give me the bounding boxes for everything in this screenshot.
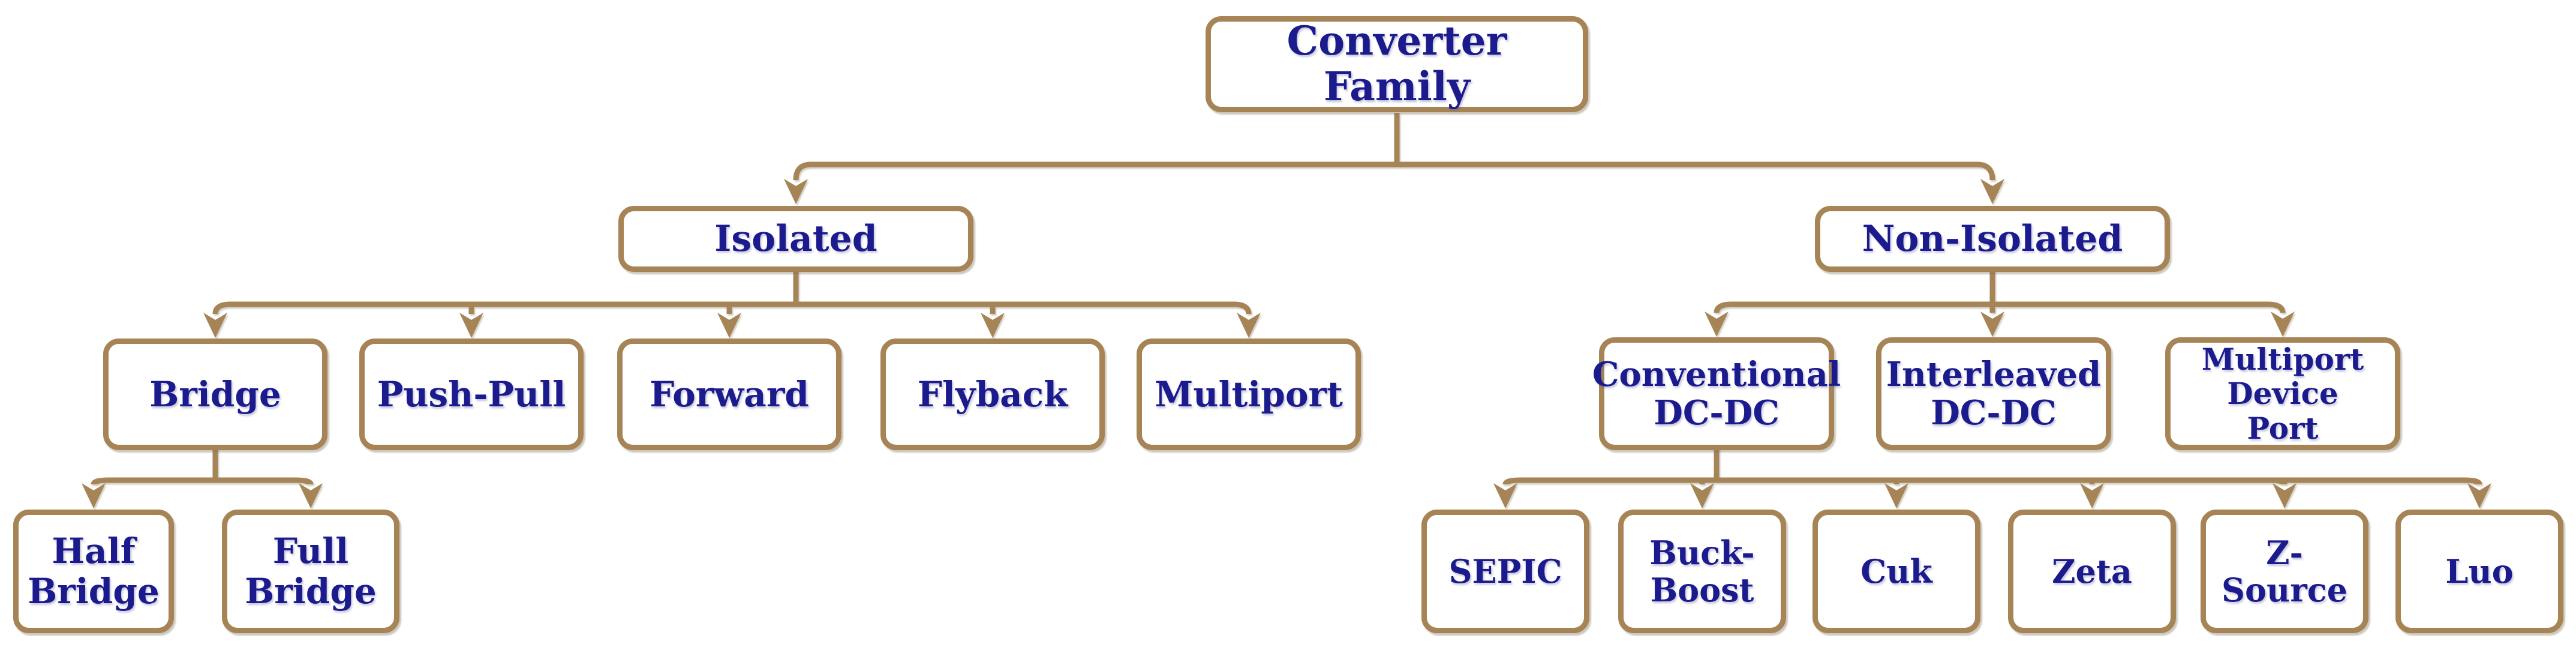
- node-label: Push-Pull: [377, 373, 566, 415]
- node-label: Interleaved DC-DC: [1886, 354, 2102, 433]
- node-label: Bridge: [149, 373, 281, 415]
- node-label: Non-Isolated: [1862, 217, 2123, 260]
- edge-isolated-push-pull: [459, 301, 796, 338]
- edge-conventional-luo: [1717, 477, 2491, 508]
- node-luo: Luo: [2395, 510, 2563, 633]
- edge-bridge-full: [215, 477, 323, 508]
- node-label: SEPIC: [1448, 552, 1562, 591]
- node-multiport-device-port: Multiport Device Port: [2165, 337, 2400, 450]
- node-label: Flyback: [917, 373, 1068, 415]
- node-converter-family: Converter Family: [1206, 16, 1588, 112]
- node-label: Multiport Device Port: [2201, 341, 2364, 446]
- edge-conventional-sepic: [1493, 477, 1717, 508]
- edge-isolated-forward: [717, 301, 796, 338]
- node-forward: Forward: [617, 339, 841, 450]
- node-interleaved-dcdc: Interleaved DC-DC: [1876, 337, 2111, 450]
- node-label: Cuk: [1860, 552, 1932, 591]
- node-label: Z-Source: [2222, 533, 2347, 609]
- node-full-bridge: Full Bridge: [222, 510, 399, 633]
- edge-isolated-bridge: [203, 301, 796, 338]
- node-bridge: Bridge: [103, 339, 327, 450]
- node-z-source: Z-Source: [2201, 510, 2368, 633]
- node-flyback: Flyback: [880, 339, 1105, 450]
- node-cuk: Cuk: [1812, 510, 1980, 633]
- node-buck-boost: Buck- Boost: [1618, 510, 1786, 633]
- node-label: Full Bridge: [245, 531, 377, 612]
- edge-non-isolated-conventional: [1705, 301, 1992, 337]
- node-label: Buck- Boost: [1649, 533, 1755, 609]
- edge-root-isolated: [784, 161, 1397, 204]
- node-sepic: SEPIC: [1421, 510, 1589, 633]
- node-half-bridge: Half Bridge: [13, 510, 174, 633]
- node-non-isolated: Non-Isolated: [1815, 206, 2170, 272]
- node-label: Conventional DC-DC: [1592, 354, 1841, 433]
- node-conventional-dcdc: Conventional DC-DC: [1592, 337, 1841, 450]
- edge-isolated-multiport: [796, 301, 1261, 338]
- node-label: Half Bridge: [28, 531, 160, 612]
- node-label: Isolated: [714, 217, 877, 260]
- node-label: Forward: [650, 373, 809, 415]
- edge-conventional-buck-boost: [1690, 477, 1717, 508]
- node-push-pull: Push-Pull: [359, 339, 584, 450]
- node-isolated: Isolated: [618, 206, 973, 272]
- edge-bridge-half: [82, 477, 215, 508]
- node-label: Multiport: [1155, 373, 1343, 415]
- node-multiport: Multiport: [1137, 339, 1361, 450]
- node-label: Luo: [2445, 552, 2514, 591]
- edge-root-non-isolated: [1397, 161, 2004, 204]
- node-zeta: Zeta: [2008, 510, 2176, 633]
- edge-non-isolated-mdp: [1992, 301, 2295, 337]
- node-label: Converter Family: [1287, 17, 1507, 110]
- node-label: Zeta: [2052, 552, 2132, 591]
